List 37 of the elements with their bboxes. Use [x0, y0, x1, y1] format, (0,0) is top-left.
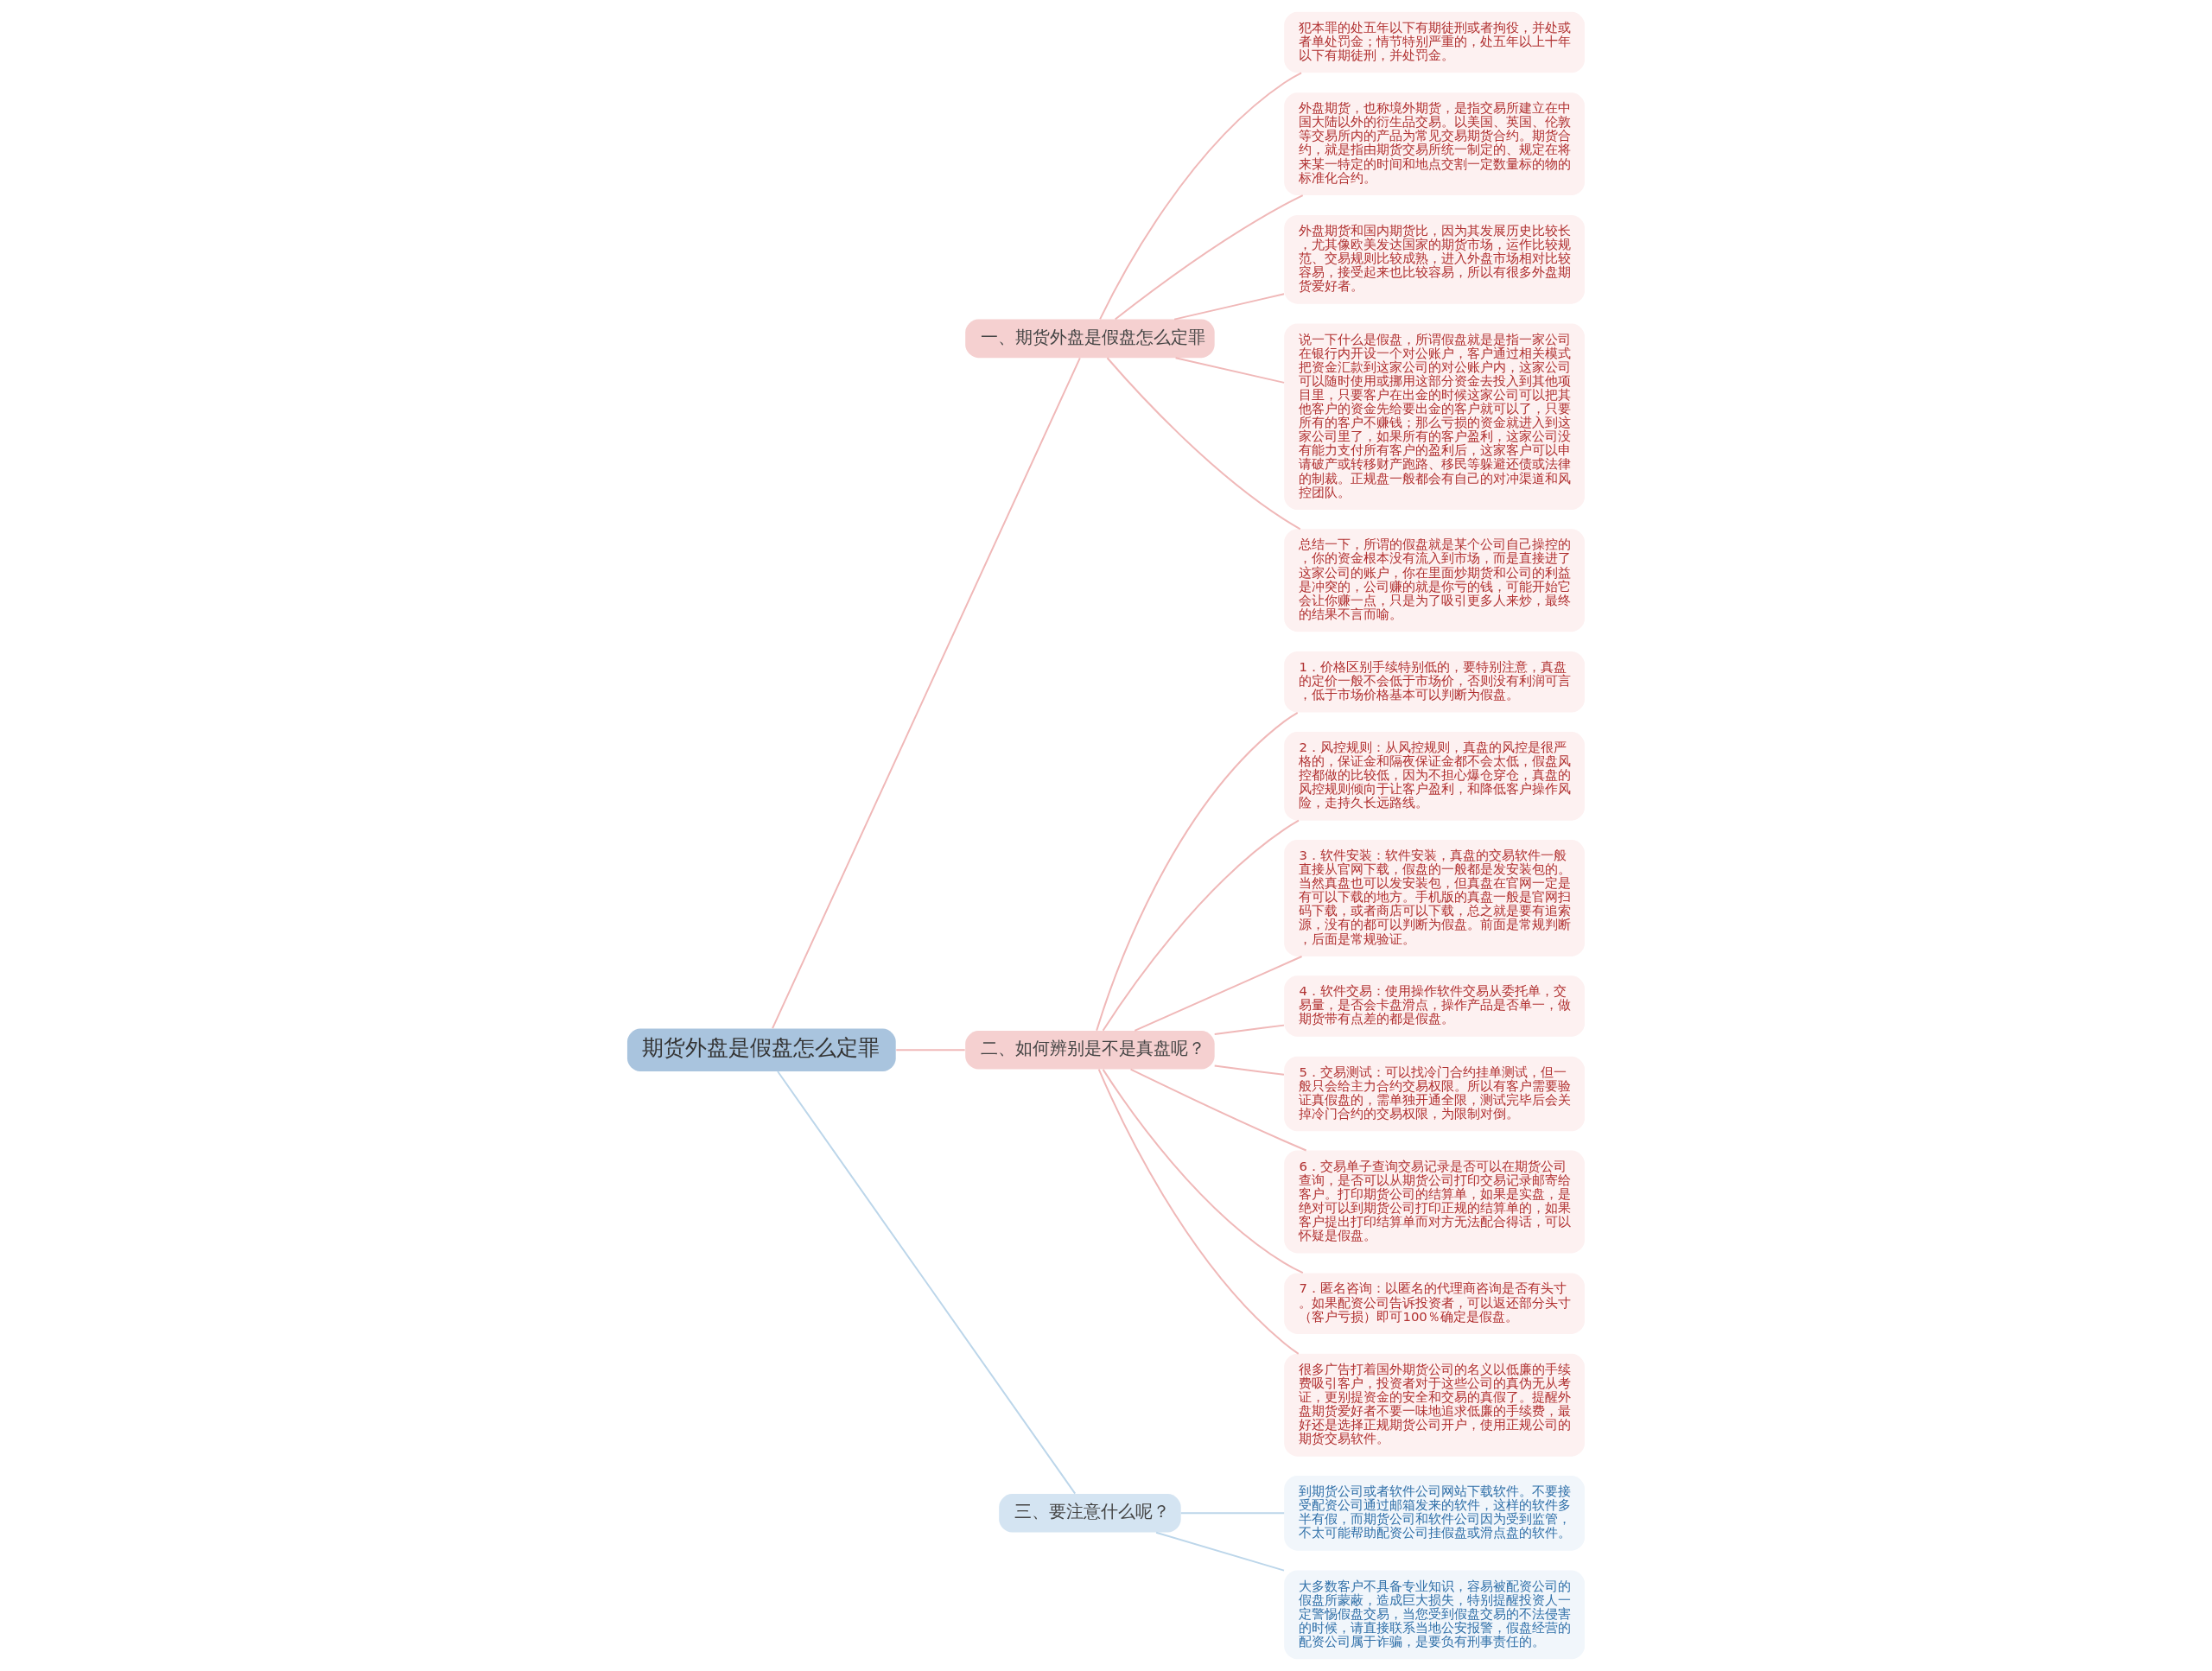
node-box: 很多广告打着国外期货公司的名义以低廉的手续费吸引客户，投资者对于这些公司的真伪无从考证，更别提资金的安全和交易的真假了。提醒外盘期货爱好者不要一味地追求低廉的手续费，最好还是选择正规期货公司开户，使用正规公司的期货交易软件。	[1284, 1353, 1586, 1457]
node-box: 5．交易测试：可以找冷门合约挂单测试，但一般只会给主力合约交易权限。所以有客户需要验证真假盘的，需单独开通全限，测试完毕后会关掉冷门合约的交易权限，为限制对倒。	[1284, 1056, 1586, 1132]
connector	[1129, 1068, 1307, 1152]
connector	[772, 357, 1081, 1030]
node-box: 二、如何辨别是不是真盘呢？	[965, 1030, 1215, 1070]
connector	[1179, 1512, 1286, 1515]
node-box: 外盘期货，也称境外期货，是指交易所建立在中国大陆以外的衍生品交易。以美国、英国、伦敦等交易所内的产品为常见交易期货合约。期货合约，就是指由期货交易所统一制定的、规定在将来某一特定的时间和地点交割一定数量标的物的标准化合约。	[1284, 92, 1586, 195]
node-box: 1．价格区别手续特别低的，要特别注意，真盘的定价一般不会低于市场价，否则没有利润可言，低于市场价格基本可以判断为假盘。	[1284, 651, 1586, 713]
connector	[777, 1071, 1077, 1495]
node-box: 大多数客户不具备专业知识，容易被配资公司的假盘所蒙蔽，造成巨大损失，特别提醒投资人一定警惕假盘交易，当您受到假盘交易的不法侵害的时候，请直接联系当地公安报警，假盘经营的配资公司属于诈骗，是要负有刑事责任的。	[1284, 1570, 1586, 1660]
node-box: 7．匿名咨询：以匿名的代理商咨询是否有头寸。如果配资公司告诉投资者，可以返还部分头寸（客户亏损）即可100％确定是假盘。	[1284, 1273, 1586, 1334]
connector	[1114, 194, 1304, 321]
node-box: 2．风控规则：从风控规则，真盘的风控是很严格的，保证金和隔夜保证金都不会太低，假盘风控都做的比较低，因为不担心爆仓穿仓，真盘的风控规则倾向于让客户盈利，和降低客户操作风险，走持久长远路线。	[1284, 731, 1586, 821]
node-box: 期货外盘是假盘怎么定罪	[626, 1028, 896, 1071]
node-box: 说一下什么是假盘，所谓假盘就是是指一家公司在银行内开设一个对公账户，客户通过相关模式把资金汇款到这家公司的对公账户内，这家公司可以随时使用或挪用这部分资金去投入到其他项目里，只要客户在出金的时候这家公司可以把其他客户的资金先给要出金的客户就可以了，只要所有的客户不赚钱；那么亏损的资金就进入到这家公司里了，如果所有的客户盈利，这家公司没有能力支付所有客户的盈利后，这家客户可以申请破产或转移财产跑路、移民等躲避还债或法律的制裁。正规盘一般都会有自己的对冲渠道和风控团队。	[1284, 323, 1586, 510]
node-box: 外盘期货和国内期货比，因为其发展历史比较长，尤其像欧美发达国家的期货市场，运作比较规范、交易规则比较成熟，进入外盘市场相对比较容易，接受起来也比较容易，所以有很多外盘期货爱好者。	[1284, 214, 1586, 304]
node-box: 犯本罪的处五年以下有期徒刑或者拘役，并处或者单处罚金；情节特别严重的，处五年以上十年以下有期徒刑，并处罚金。	[1284, 11, 1586, 73]
connector	[1155, 1531, 1285, 1572]
connector	[1097, 1068, 1300, 1355]
node-box: 4．软件交易：使用操作软件交易从委托单，交易量，是否会卡盘滑点，操作产品是否单一，做期货带有点差的都是假盘。	[1284, 975, 1586, 1037]
connector	[1134, 956, 1303, 1032]
node-box: 三、要注意什么呢？	[999, 1494, 1181, 1533]
connector	[1213, 1064, 1285, 1076]
node-box: 6．交易单子查询交易记录是否可以在期货公司查询，是否可以从期货公司打印交易记录邮寄给客户。打印期货公司的结算单，如果是实盘，是绝对可以到期货公司打印正规的结算单的，如果客户提出打印结算单而对方无法配合得话，可以怀疑是假盘。	[1284, 1150, 1586, 1254]
connector	[1106, 357, 1301, 531]
connector	[1102, 1068, 1304, 1274]
connector	[1174, 357, 1286, 384]
connector	[1099, 72, 1303, 321]
connector	[1213, 1024, 1285, 1035]
connector	[895, 1049, 966, 1052]
connector	[1102, 819, 1300, 1032]
connector	[1096, 711, 1299, 1032]
node-box: 一、期货外盘是假盘怎么定罪	[965, 319, 1215, 359]
connector	[1173, 293, 1286, 321]
node-box: 3．软件安装：软件安装，真盘的交易软件一般直接从官网下载，假盘的一般都是发安装包的。当然真盘也可以发安装包，但真盘在官网一定是有可以下载的地方。手机版的真盘一般是官网扫码下载，或者商店可以下载，总之就是要有追索源，没有的都可以判断为假盘。前面是常规判断，后面是常规验证。	[1284, 839, 1586, 956]
node-box: 到期货公司或者软件公司网站下载软件。不要接受配资公司通过邮箱发来的软件，这样的软件多半有假，而期货公司和软件公司因为受到监管，不太可能帮助配资公司挂假盘或滑点盘的软件。	[1284, 1476, 1586, 1551]
node-box: 总结一下，所谓的假盘就是某个公司自己操控的，你的资金根本没有流入到市场，而是直接进了这家公司的账户，你在里面炒期货和公司的利益是冲突的，公司赚的就是你亏的钱，可能开始它会让你赚一点，只是为了吸引更多人来炒，最终的结果不言而喻。	[1284, 529, 1586, 632]
